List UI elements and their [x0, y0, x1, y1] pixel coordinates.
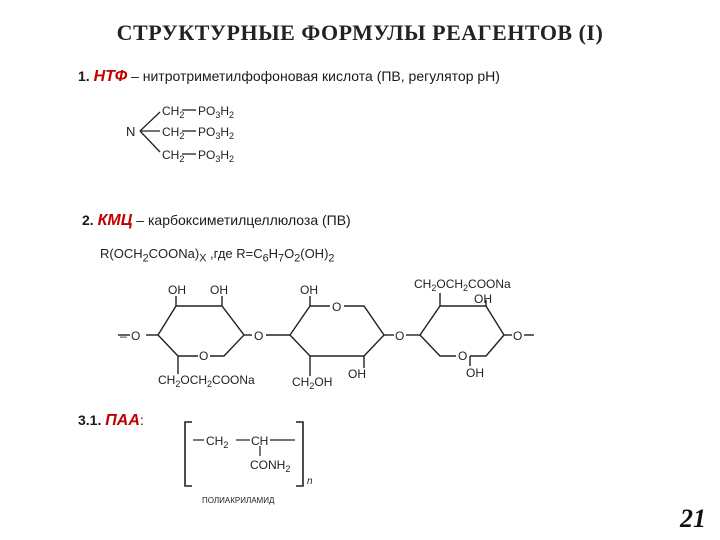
svg-text:PO3H2: PO3H2	[198, 104, 234, 120]
item-kmc: 2. КМЦ – карбоксиметилцеллюлоза (ПВ)	[82, 212, 351, 230]
svg-text:CONH2: CONH2	[250, 458, 290, 474]
slide-title: СТРУКТУРНЫЕ ФОРМУЛЫ РЕАГЕНТОВ (I)	[116, 20, 604, 45]
svg-text:CH2OH: CH2OH	[292, 375, 332, 391]
item-abbreviation: ПАА	[105, 412, 140, 429]
item-description: – нитротриметилфофоновая кислота (ПВ, ре…	[127, 68, 500, 84]
paa-caption: ПОЛИАКРИЛАМИД	[202, 496, 275, 505]
svg-text:OH: OH	[210, 283, 228, 297]
svg-text:OH: OH	[474, 292, 492, 306]
svg-text:O: O	[513, 329, 522, 343]
svg-text:PO3H2: PO3H2	[198, 125, 234, 141]
svg-text:OH: OH	[300, 283, 318, 297]
left-o-bond: –	[120, 329, 127, 343]
svg-text:O: O	[199, 349, 208, 363]
item-abbreviation: НТФ	[93, 68, 128, 85]
item-description: – карбоксиметилцеллюлоза (ПВ)	[132, 212, 351, 228]
item-ntf: 1. НТФ – нитротриметилфофоновая кислота …	[78, 68, 500, 86]
svg-text:n: n	[307, 476, 313, 487]
svg-text:O: O	[131, 329, 140, 343]
kmc-general-formula: R(OCH2COONa)X ,где R=C6H7O2(OH)2	[100, 246, 335, 265]
item-paa: 3.1. ПАА:	[78, 412, 144, 430]
item-abbreviation: КМЦ	[97, 212, 133, 229]
svg-text:O: O	[458, 349, 467, 363]
svg-text:OH: OH	[466, 366, 484, 380]
svg-text:OH: OH	[348, 367, 366, 381]
svg-text:CH2: CH2	[206, 434, 228, 450]
svg-text:PO3H2: PO3H2	[198, 148, 234, 164]
item-number: 2.	[82, 212, 94, 228]
svg-text:CH2OCH2COONa: CH2OCH2COONa	[414, 277, 511, 293]
svg-text:CH2OCH2COONa: CH2OCH2COONa	[158, 373, 255, 389]
svg-text:O: O	[254, 329, 263, 343]
svg-text:CH2: CH2	[162, 104, 184, 120]
svg-text:O: O	[332, 300, 341, 314]
item-number: 3.1.	[78, 412, 102, 428]
nitrogen-atom: N	[126, 124, 135, 139]
svg-text:OH: OH	[168, 283, 186, 297]
svg-text:CH2: CH2	[162, 148, 184, 164]
svg-text:CH: CH	[251, 434, 268, 448]
item-description: :	[139, 412, 144, 428]
item-number: 1.	[78, 68, 90, 84]
svg-text:O: O	[395, 329, 404, 343]
page-number: 21	[680, 504, 706, 533]
svg-text:CH2: CH2	[162, 125, 184, 141]
